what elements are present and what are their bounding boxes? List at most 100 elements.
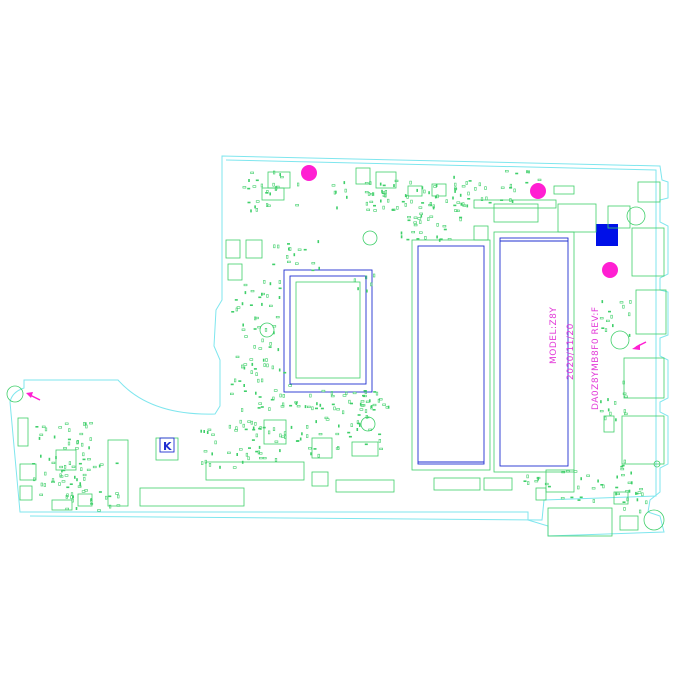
passive-pad — [604, 328, 608, 333]
passive-pad — [293, 253, 296, 257]
passive-pad — [254, 316, 257, 321]
passive-pad — [534, 480, 539, 483]
io-connector-usb-2 — [635, 289, 667, 335]
passive-pad — [394, 179, 399, 183]
passive-pad — [607, 408, 610, 412]
passive-pad — [258, 347, 263, 350]
chip-n — [473, 199, 557, 209]
passive-pad — [621, 464, 625, 467]
passive-pad — [261, 338, 264, 343]
passive-pad — [51, 478, 55, 482]
mount-hole-right-top — [626, 206, 646, 226]
passive-pad — [364, 182, 369, 185]
passive-pad — [638, 509, 642, 514]
passive-pad — [301, 432, 303, 436]
passive-pad — [244, 428, 248, 431]
passive-pad — [365, 400, 370, 403]
passive-pad — [336, 206, 338, 210]
mount-hole-left — [6, 385, 24, 403]
passive-pad — [67, 438, 71, 441]
passive-pad — [526, 474, 529, 479]
passive-pad — [274, 440, 279, 443]
passive-pad — [453, 175, 455, 179]
passive-pad — [278, 368, 281, 372]
passive-pad — [438, 238, 441, 242]
passive-pad — [236, 453, 238, 456]
passive-pad — [400, 235, 403, 239]
passive-pad — [377, 398, 381, 403]
passive-pad — [645, 500, 648, 505]
passive-pad — [266, 363, 269, 368]
passive-pad — [436, 194, 439, 199]
passive-pad — [509, 198, 512, 202]
passive-pad — [409, 180, 412, 185]
passive-pad — [316, 402, 318, 406]
passive-pad — [639, 487, 643, 491]
passive-pad — [262, 426, 266, 429]
passive-pad — [241, 328, 246, 331]
ram-slot-2 — [493, 231, 575, 473]
passive-pad — [279, 433, 282, 438]
passive-pad — [413, 221, 418, 224]
passive-pad — [208, 462, 212, 467]
io-connector-usb-3 — [623, 357, 665, 399]
passive-pad — [99, 463, 104, 466]
passive-pad — [509, 183, 513, 188]
passive-pad — [462, 202, 465, 206]
passive-pad — [242, 186, 247, 189]
passive-pad — [248, 179, 250, 182]
passive-pad — [600, 400, 602, 404]
passive-pad — [474, 187, 477, 191]
passive-pad — [421, 202, 425, 204]
chip-e — [311, 437, 333, 459]
passive-pad — [279, 176, 284, 179]
passive-pad — [461, 185, 466, 188]
passive-pad — [258, 456, 263, 460]
bottom-connector-4 — [433, 477, 481, 491]
chip-f — [351, 441, 379, 457]
passive-pad — [616, 492, 620, 496]
passive-pad — [62, 469, 66, 472]
passive-pad — [345, 391, 348, 396]
passive-pad — [306, 405, 311, 409]
passive-pad — [387, 198, 390, 203]
passive-pad — [416, 188, 418, 192]
passive-pad — [235, 355, 240, 359]
passive-pad — [243, 366, 246, 370]
passive-pad — [89, 437, 92, 441]
passive-pad — [622, 380, 625, 385]
passive-pad — [350, 402, 353, 405]
passive-pad — [82, 473, 87, 477]
ram-slot-1-inner — [417, 245, 485, 465]
passive-pad — [258, 452, 263, 455]
passive-pad — [447, 238, 452, 241]
passive-pad — [228, 424, 232, 429]
passive-pad — [243, 384, 245, 387]
passive-pad — [65, 494, 68, 499]
passive-pad — [371, 192, 375, 196]
passive-pad — [352, 391, 357, 395]
passive-pad — [623, 409, 626, 413]
passive-pad — [628, 312, 631, 317]
passive-pad — [335, 447, 340, 450]
passive-pad — [241, 364, 244, 369]
left-chip-1 — [17, 417, 29, 447]
io-connector-top — [637, 181, 661, 203]
passive-pad — [393, 184, 395, 188]
passive-pad — [253, 368, 257, 370]
passive-pad — [234, 299, 238, 301]
passive-pad — [600, 484, 604, 486]
bottom-connector-8 — [545, 469, 575, 493]
passive-pad — [418, 231, 423, 234]
passive-pad — [445, 199, 448, 203]
standoff-4 — [653, 460, 661, 468]
passive-pad — [366, 208, 371, 211]
passive-pad — [315, 420, 317, 424]
passive-pad — [416, 238, 420, 240]
chip-k-outline — [159, 437, 175, 453]
passive-pad — [255, 433, 258, 438]
passive-pad — [280, 405, 285, 408]
passive-pad — [384, 190, 388, 194]
passive-pad — [544, 482, 549, 486]
passive-pad — [384, 193, 387, 198]
